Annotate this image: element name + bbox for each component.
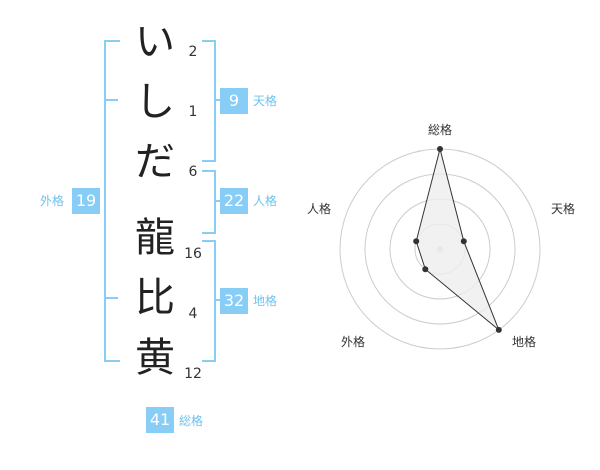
radar-point-3 [495, 326, 502, 333]
name-char-3: だ [135, 139, 175, 185]
radar-axis-label-gaikaku: 外格 [341, 334, 365, 349]
soukaku-label: 総格 [179, 414, 204, 428]
chikaku-label: 地格 [253, 294, 278, 308]
stroke-count-3: 6 [188, 164, 198, 180]
stroke-count-5: 4 [188, 306, 198, 322]
jinkaku-value: 22 [220, 188, 248, 214]
gaikaku-tick-lower [104, 297, 118, 299]
radar-axis-label-chikaku: 地格 [512, 334, 536, 349]
tenkaku-label: 天格 [253, 94, 278, 108]
radar-shape [415, 148, 500, 331]
radar-axis-label-jinkaku: 人格 [307, 201, 331, 216]
radar-point-1 [437, 146, 443, 152]
radar-points [413, 146, 502, 333]
radar-point-4 [422, 266, 429, 273]
radar-point-2 [460, 238, 467, 245]
jinkaku-bracket [202, 170, 216, 234]
soukaku-value: 41 [146, 407, 174, 433]
jinkaku-tick [214, 200, 222, 202]
radar-point-5 [413, 238, 420, 245]
stroke-count-6: 12 [184, 366, 202, 382]
name-char-6: 黄 [135, 335, 175, 381]
radar-axis-label-soukaku: 総格 [428, 122, 452, 137]
tenkaku-tick [214, 99, 222, 101]
stroke-count-4: 16 [184, 246, 202, 262]
name-char-1: い [135, 19, 175, 65]
gaikaku-bracket [104, 40, 120, 362]
stroke-count-1: 2 [188, 44, 198, 60]
radar-polygon [415, 148, 500, 331]
gaikaku-tick-upper [104, 99, 118, 101]
name-char-5: 比 [135, 275, 175, 321]
name-char-4: 龍 [135, 215, 175, 261]
tenkaku-bracket [202, 40, 216, 162]
chikaku-tick [214, 299, 222, 301]
radar-axis-label-tenkaku: 天格 [551, 201, 575, 216]
tenkaku-value: 9 [220, 88, 248, 114]
chikaku-bracket [202, 240, 216, 362]
gaikaku-value: 19 [72, 188, 100, 214]
jinkaku-label: 人格 [253, 194, 278, 208]
name-char-2: し [135, 79, 175, 125]
stroke-count-2: 1 [188, 104, 198, 120]
chikaku-value: 32 [220, 288, 248, 314]
gaikaku-label: 外格 [40, 194, 65, 208]
